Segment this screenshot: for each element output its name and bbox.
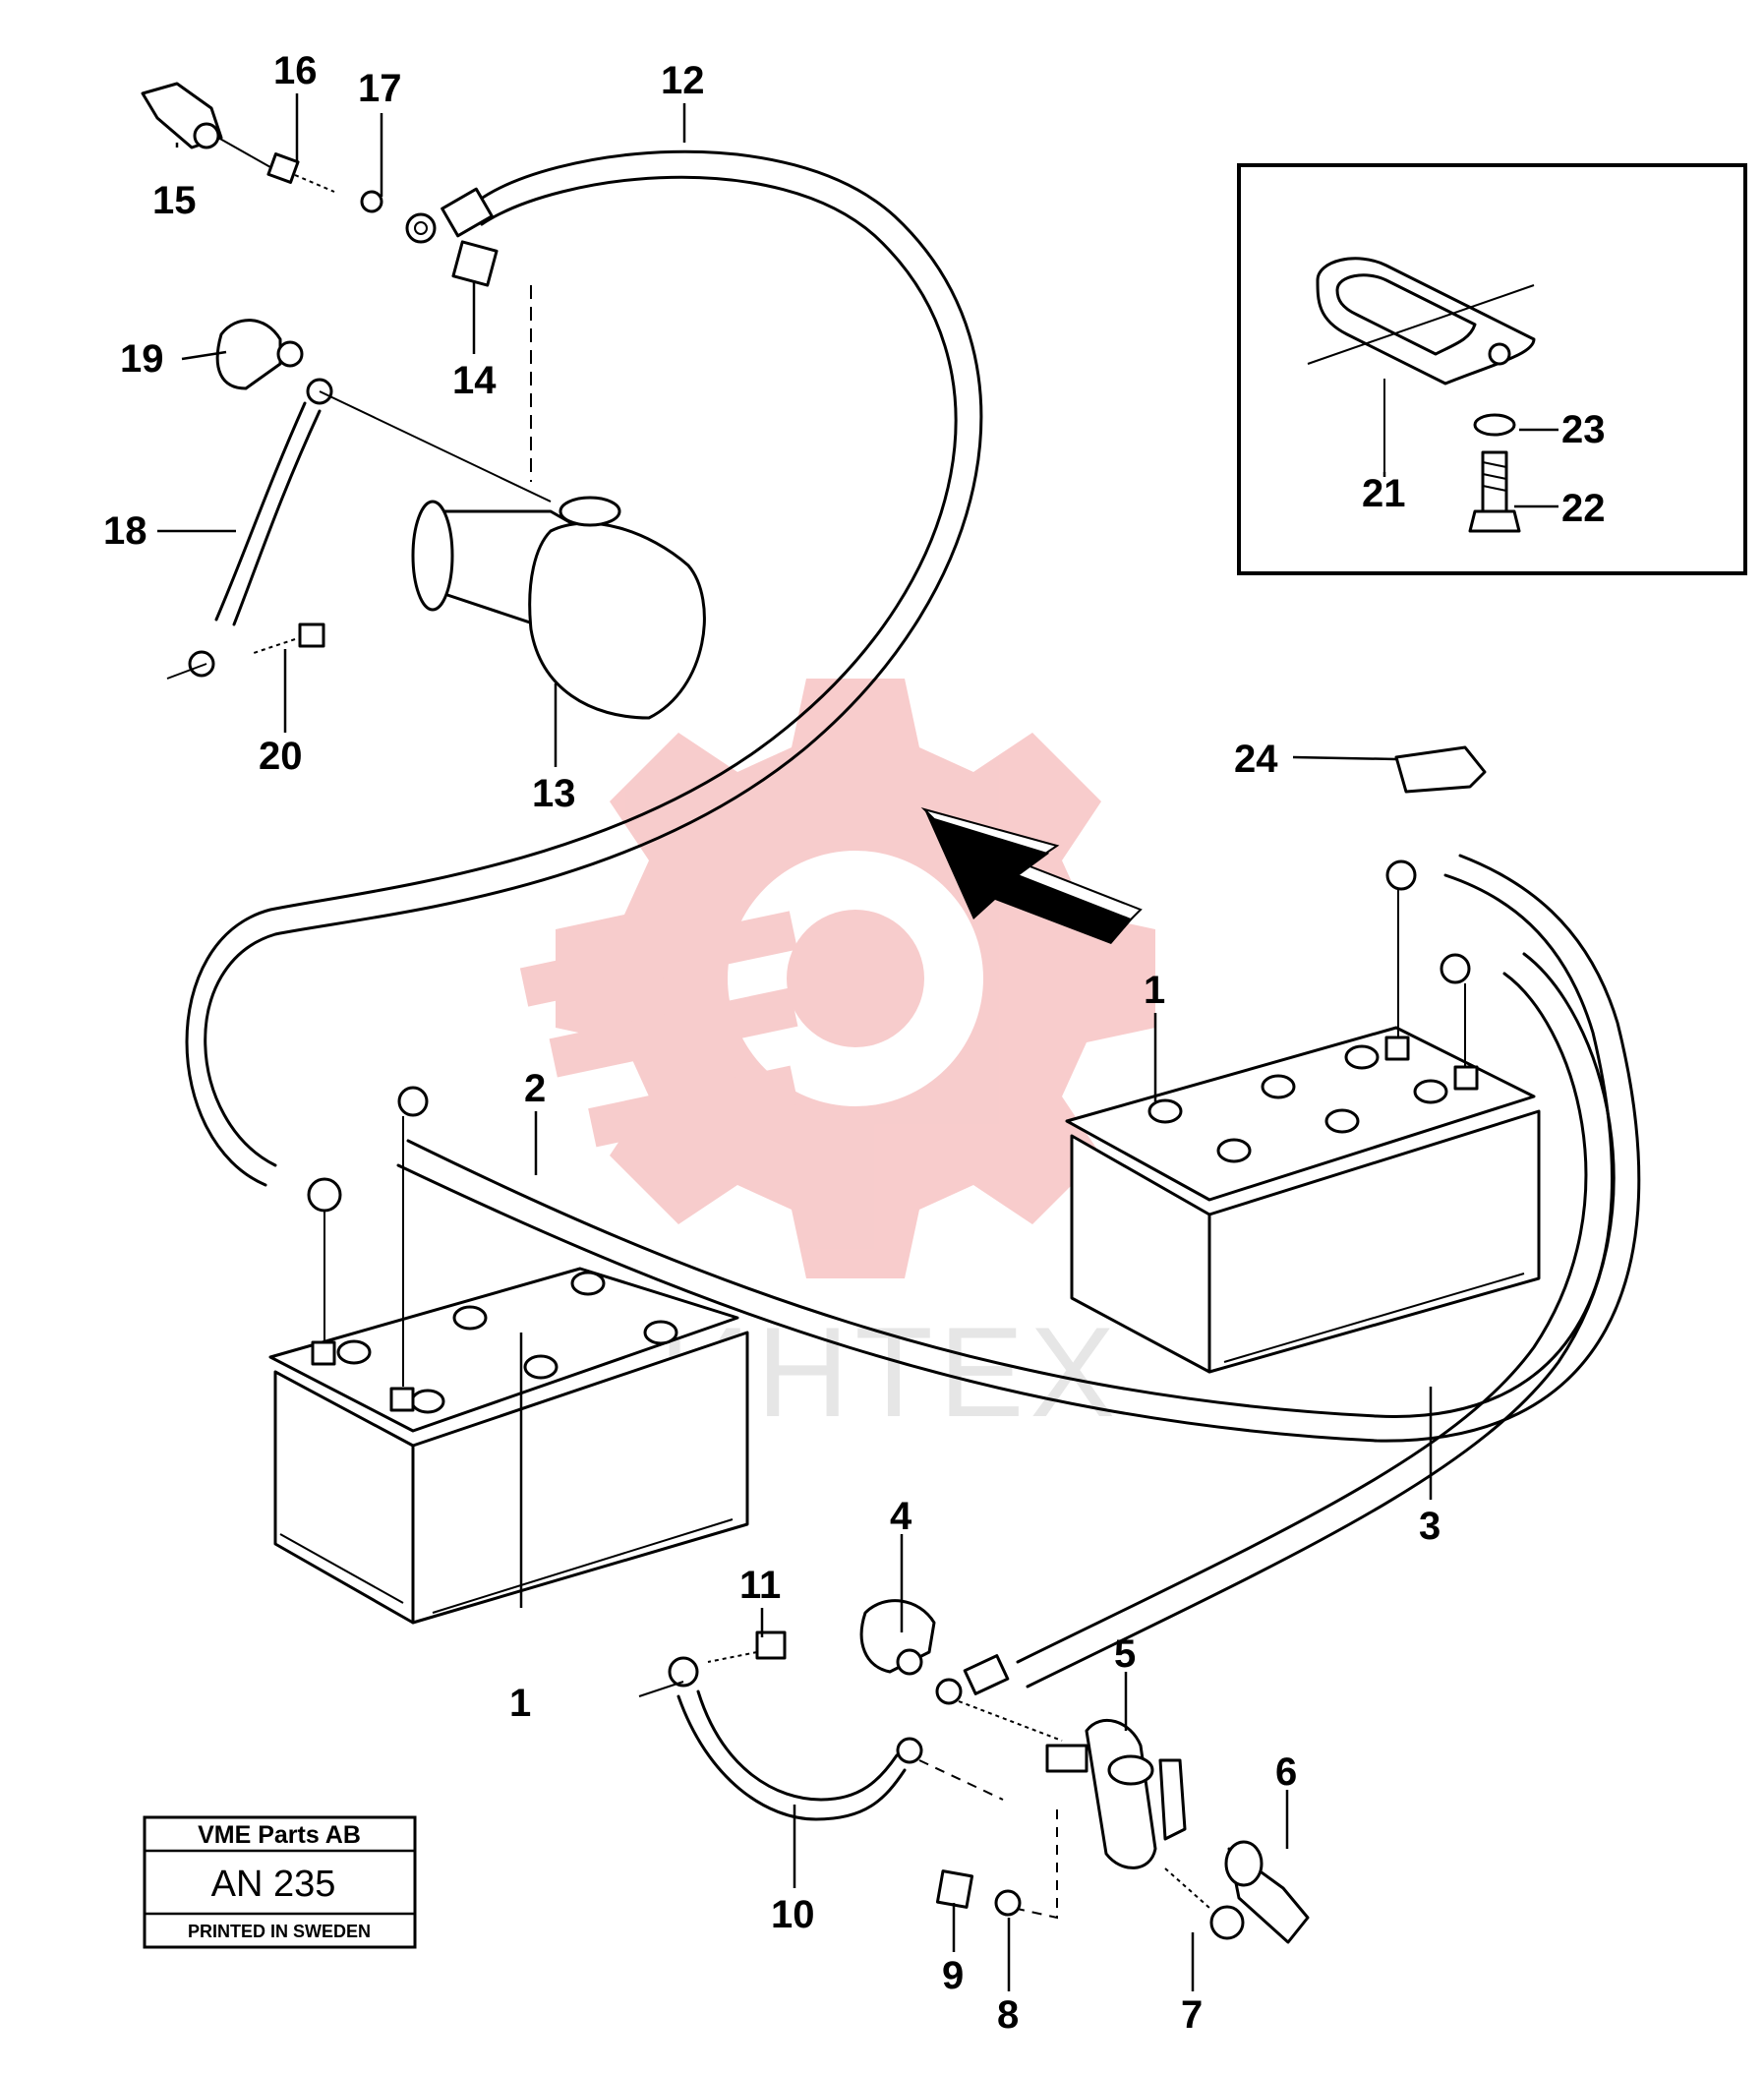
- part-6-boot: [1224, 1840, 1310, 1944]
- callout-23: 23: [1561, 408, 1606, 451]
- part-4-cap: [859, 1599, 936, 1676]
- callout-16: 16: [273, 49, 318, 92]
- callout-24: 24: [1234, 738, 1278, 781]
- part-20-bolt: [166, 622, 325, 680]
- callout-11: 11: [739, 1564, 781, 1607]
- part-21-clamp: [1307, 257, 1536, 385]
- callout-4: 4: [890, 1495, 912, 1538]
- cable-18: [188, 378, 552, 678]
- callout-12: 12: [661, 59, 705, 102]
- cable-12-lug: [405, 212, 437, 244]
- callout-19: 19: [120, 337, 164, 381]
- title-box-code: AN 235: [211, 1864, 336, 1905]
- callout-14: 14: [452, 359, 497, 402]
- cable-12: [185, 149, 983, 1187]
- callout-21: 21: [1362, 472, 1406, 515]
- callout-13: 13: [532, 772, 576, 815]
- part-19-cap: [215, 319, 304, 390]
- battery-right-caps: [1147, 1044, 1448, 1163]
- callout-2: 2: [524, 1067, 546, 1110]
- part-14-nut: [451, 240, 532, 482]
- callout-1-left-battery: 1: [509, 1682, 531, 1725]
- cable-3-lug: [935, 1654, 1063, 1742]
- starter-motor: [411, 496, 706, 720]
- leader-lines: [157, 93, 1558, 1991]
- cable-10: [638, 1656, 1004, 1821]
- callout-15: 15: [152, 179, 197, 222]
- title-box-company: VME Parts AB: [198, 1821, 361, 1849]
- part-17-washer: [360, 190, 383, 213]
- battery-left: [268, 1267, 749, 1625]
- title-box: VME Parts AB AN 235 PRINTED IN SWEDEN: [143, 1815, 417, 1949]
- callout-9: 9: [942, 1954, 964, 1997]
- part-24-cover: [1394, 745, 1487, 794]
- terminal-clamps: [307, 859, 1471, 1387]
- callout-5: 5: [1114, 1632, 1136, 1676]
- cable-3: [1016, 952, 1616, 1689]
- part-16-bolt: [266, 152, 335, 193]
- part-23-washer: [1473, 413, 1516, 437]
- part-9-nut: [935, 1869, 974, 1909]
- callout-8: 8: [997, 1993, 1019, 2037]
- part-11-bolt: [707, 1630, 787, 1663]
- part-22-bolt: [1468, 450, 1521, 533]
- callout-10: 10: [771, 1893, 815, 1936]
- callout-1-right-battery: 1: [1144, 969, 1165, 1012]
- callout-18: 18: [103, 509, 147, 553]
- watermark-logo: [519, 679, 1155, 1278]
- detail-inset: [1237, 163, 1747, 575]
- title-box-printed: PRINTED IN SWEDEN: [188, 1922, 371, 1941]
- part-5-solenoid-bracket: [1012, 1718, 1187, 1920]
- battery-left-caps: [336, 1271, 678, 1414]
- callout-22: 22: [1561, 487, 1606, 530]
- cable-2: [396, 854, 1641, 1443]
- part-8-washer: [994, 1889, 1022, 1917]
- callout-6: 6: [1275, 1750, 1297, 1794]
- part-15-boot: [141, 82, 271, 168]
- callout-7: 7: [1181, 1993, 1203, 2037]
- direction-arrow: [920, 807, 1143, 944]
- callout-3: 3: [1419, 1505, 1441, 1548]
- battery-right: [1065, 1026, 1541, 1374]
- callout-17: 17: [358, 67, 402, 110]
- callout-20: 20: [259, 735, 303, 778]
- part-7-screw: [1164, 1867, 1245, 1940]
